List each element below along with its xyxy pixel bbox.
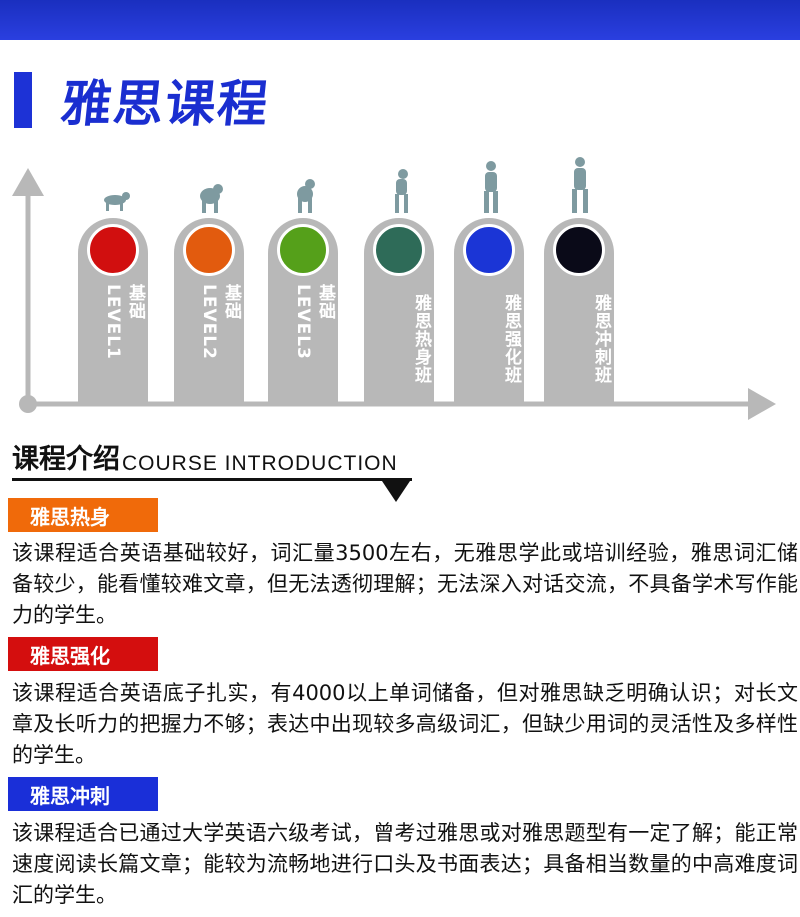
- section-tag-warmup: 雅思热身: [8, 498, 158, 532]
- level-label: 雅思强化班: [501, 294, 521, 384]
- level-pillar: 基础LEVEL2: [174, 218, 244, 404]
- section-tag-intensive: 雅思强化: [8, 637, 158, 671]
- level-dot: [277, 224, 329, 276]
- page-header: 雅思课程: [14, 68, 273, 133]
- level-dot: [373, 224, 425, 276]
- section-text-warmup: 该课程适合英语基础较好，词汇量3500左右，无雅思学此或培训经验，雅思词汇储备较…: [12, 541, 798, 627]
- section-tag-sprint: 雅思冲刺: [8, 777, 158, 811]
- level-dot: [463, 224, 515, 276]
- y-axis-arrow: [12, 168, 44, 196]
- level-pillar: 雅思热身班: [364, 218, 434, 404]
- course-intro-header: 课程介绍 COURSE INTRODUCTION: [12, 440, 398, 476]
- neanderthal-icon: [395, 169, 408, 213]
- evolution-axis: [12, 168, 776, 420]
- axis-origin: [19, 395, 37, 413]
- top-banner: [0, 0, 800, 40]
- section-text-sprint: 该课程适合已通过大学英语六级考试，曾考过雅思或对雅思题型有一定了解；能正常速度阅…: [12, 821, 798, 907]
- x-axis-arrow: [748, 388, 776, 420]
- level-dot: [183, 224, 235, 276]
- section-text-intensive: 该课程适合英语底子扎实，有4000以上单词储备，但对雅思缺乏明确认识；对长文章及…: [12, 681, 798, 767]
- level-label: 雅思热身班: [411, 294, 431, 384]
- course-intro-subtitle: COURSE INTRODUCTION: [122, 452, 398, 475]
- level-label: 基础LEVEL2: [199, 284, 241, 360]
- level-dot: [87, 224, 139, 276]
- ape-icon: [200, 184, 223, 213]
- level-pillar: 雅思强化班: [454, 218, 524, 404]
- homo-erectus-icon: [484, 161, 498, 213]
- course-intro-title: 课程介绍: [12, 444, 120, 475]
- title-accent-bar: [14, 72, 32, 128]
- level-pillar: 雅思冲刺班: [544, 218, 614, 404]
- level-dot: [553, 224, 605, 276]
- level-label: 基础LEVEL1: [103, 284, 145, 360]
- level-pillar: 基础LEVEL1: [78, 218, 148, 404]
- intro-underline: [12, 478, 412, 481]
- early-human-icon: [297, 179, 315, 213]
- level-pillar: 基础LEVEL3: [268, 218, 338, 404]
- intro-triangle-icon: [380, 478, 412, 502]
- level-label: 雅思冲刺班: [591, 294, 611, 384]
- level-label: 基础LEVEL3: [293, 284, 335, 360]
- monkey-icon: [104, 192, 130, 211]
- modern-human-icon: [572, 157, 588, 213]
